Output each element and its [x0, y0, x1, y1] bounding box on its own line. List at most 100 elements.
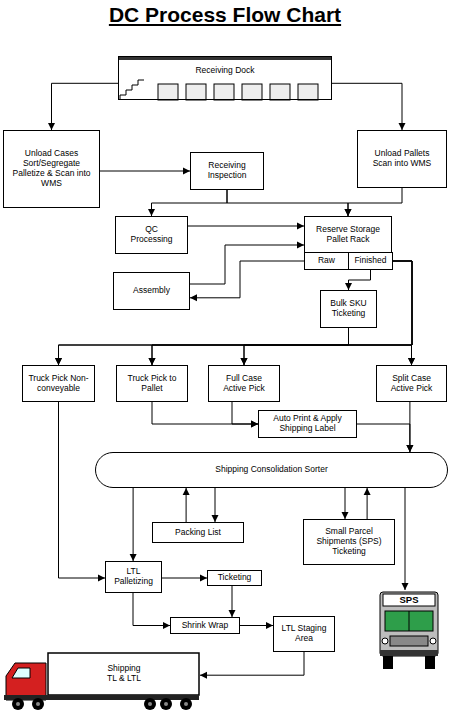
- flow-arrow: [393, 261, 412, 365]
- node-text: Auto Print & Apply Shipping Label: [262, 414, 353, 434]
- flow-arrow: [349, 328, 412, 365]
- process-box: Ticketing: [207, 570, 262, 586]
- storage-box: Reserve Storage Pallet RackRaw Finished: [304, 216, 392, 270]
- node-text: LTL Palletizing: [109, 567, 158, 587]
- node-text: Receiving Dock: [195, 66, 254, 76]
- truck-windshield: [385, 611, 433, 631]
- node-text: Shrink Wrap: [182, 621, 229, 631]
- flow-arrow: [152, 328, 349, 365]
- node-text: Unload Pallets Scan into WMS: [371, 149, 433, 169]
- process-box: QC Processing: [115, 216, 188, 254]
- flow-arrow: [152, 261, 412, 365]
- node-text: Full Case Active Pick: [219, 374, 269, 394]
- flow-arrow: [409, 402, 410, 452]
- flow-arrow: [133, 488, 134, 561]
- process-box: Split Case Active Pick: [376, 365, 447, 402]
- dock-decoration: [118, 56, 332, 100]
- chart-title: DC Process Flow Chart: [0, 3, 450, 27]
- node-text: Finished: [354, 256, 386, 266]
- process-box: Packing List: [152, 522, 244, 543]
- flow-arrow: [59, 261, 413, 365]
- node-text: Bulk SKU Ticketing: [324, 299, 373, 319]
- wheel-hub: [148, 702, 152, 706]
- node-text: Truck Pick to Pallet: [127, 374, 177, 394]
- truck-wheel: [383, 656, 393, 669]
- process-box: Receiving Inspection: [190, 152, 264, 190]
- wheel-hub: [36, 702, 40, 706]
- truck-cab: [6, 663, 46, 700]
- process-box: LTL Staging Area: [273, 616, 335, 652]
- node-text: Small Parcel Shipments (SPS) Ticketing: [307, 527, 391, 556]
- dock-door: [298, 84, 318, 100]
- windshield-divider: [409, 611, 410, 631]
- wheel-hub: [16, 702, 20, 706]
- headlight: [382, 638, 388, 644]
- semi-truck-drawing: [4, 653, 199, 710]
- flow-arrow: [152, 190, 228, 216]
- node-text: Unload Cases Sort/Segregate Palletize & …: [12, 149, 92, 188]
- flow-arrow: [133, 593, 170, 626]
- dock-door: [158, 84, 178, 100]
- process-box: Assembly: [113, 272, 190, 310]
- flow-arrow: [357, 424, 410, 452]
- flow-arrow: [332, 83, 402, 130]
- node-text: Shipping TL & LTL: [103, 664, 145, 684]
- node-text: LTL Staging Area: [277, 624, 331, 644]
- node-text: Shipping Consolidation Sorter: [215, 465, 327, 475]
- flow-arrow: [188, 226, 304, 227]
- flow-arrow: [200, 652, 304, 675]
- process-box: Auto Print & Apply Shipping Label: [258, 410, 357, 438]
- flow-arrow: [232, 402, 258, 424]
- flow-arrow: [367, 488, 368, 519]
- flow-arrow: [59, 328, 349, 365]
- cab-window: [12, 668, 30, 678]
- flow-arrow: [190, 261, 304, 298]
- node-text: Split Case Active Pick: [387, 374, 437, 394]
- node-text: SPS: [399, 595, 418, 606]
- process-box: Unload Pallets Scan into WMS: [357, 130, 447, 188]
- dock-door: [270, 84, 290, 100]
- wheel-hub: [184, 702, 188, 706]
- node-text: Packing List: [175, 528, 221, 538]
- node-text: Reserve Storage Pallet Rack: [308, 225, 388, 245]
- truck-wheel: [32, 698, 44, 710]
- truck-bumper: [380, 650, 438, 656]
- process-box: Truck Pick Non-conveyable: [22, 365, 95, 402]
- chassis: [4, 695, 199, 700]
- process-box: Truck Pick to Pallet: [116, 365, 188, 402]
- parcel-truck: SPS: [378, 590, 440, 670]
- truck-grille: [390, 636, 428, 646]
- dock-stairs: [120, 80, 144, 100]
- process-box: Small Parcel Shipments (SPS) Ticketing: [303, 519, 395, 565]
- trailer: [48, 653, 199, 695]
- process-box: Shrink Wrap: [170, 617, 240, 634]
- flow-arrow: [162, 578, 207, 579]
- flow-arrow: [345, 488, 346, 519]
- truck-wheel: [425, 656, 435, 669]
- wheel-hub: [164, 702, 168, 706]
- dock-building: Receiving Dock: [118, 56, 332, 100]
- node-text: Assembly: [133, 286, 170, 296]
- flow-arrow: [349, 270, 371, 290]
- sorter-band: Shipping Consolidation Sorter: [95, 452, 448, 488]
- node-text: Truck Pick Non-conveyable: [26, 374, 91, 394]
- truck-wheel: [160, 698, 172, 710]
- storage-section: Raw: [304, 252, 349, 270]
- dock-door: [242, 84, 262, 100]
- flow-arrow: [405, 488, 406, 590]
- truck-wheel: [12, 698, 24, 710]
- truck-wheel: [180, 698, 192, 710]
- truck-wheel: [144, 698, 156, 710]
- node-text: Ticketing: [218, 573, 252, 583]
- flow-arrow: [59, 402, 106, 578]
- flow-arrow: [240, 625, 273, 626]
- flow-arrow: [244, 261, 412, 365]
- headlight: [430, 638, 436, 644]
- flow-arrow: [190, 245, 304, 284]
- flow-arrow: [244, 328, 349, 365]
- node-text: Receiving Inspection: [194, 161, 260, 181]
- dock-door: [214, 84, 234, 100]
